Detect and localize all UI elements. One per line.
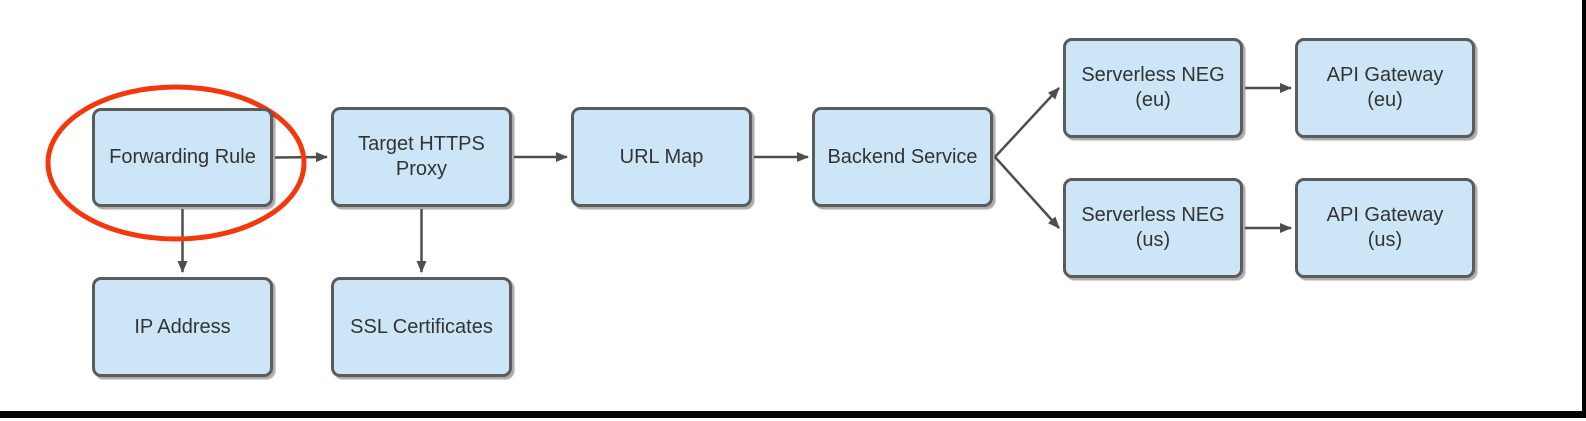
node-forwarding-rule: Forwarding Rule	[92, 108, 273, 207]
node-url-map: URL Map	[571, 107, 752, 207]
node-target-https-proxy: Target HTTPS Proxy	[331, 107, 512, 207]
node-label-serverless-neg-eu: Serverless NEG (eu)	[1081, 64, 1225, 111]
node-ssl-certificates: SSL Certificates	[331, 277, 512, 377]
edge-backend-service-to-serverless-neg-us	[994, 156, 1060, 229]
node-label-ip-address: IP Address	[134, 315, 231, 338]
node-label-ssl-certificates: SSL Certificates	[350, 315, 493, 338]
node-label-target-https-proxy: Target HTTPS Proxy	[358, 133, 485, 180]
node-label-url-map: URL Map	[619, 145, 704, 168]
node-serverless-neg-us: Serverless NEG (us)	[1063, 178, 1243, 278]
edge-backend-service-to-serverless-neg-eu	[994, 87, 1060, 158]
node-ip-address: IP Address	[92, 277, 273, 377]
node-label-backend-service: Backend Service	[827, 145, 978, 168]
node-label-api-gateway-eu: API Gateway (eu)	[1326, 64, 1444, 111]
node-api-gateway-us: API Gateway (us)	[1295, 178, 1475, 278]
node-label-api-gateway-us: API Gateway (us)	[1326, 204, 1444, 251]
frame-right-border	[1582, 0, 1586, 418]
node-api-gateway-eu: API Gateway (eu)	[1295, 38, 1475, 138]
edge-forwarding-rule-to-target-https-proxy	[274, 152, 328, 163]
node-label-forwarding-rule: Forwarding Rule	[109, 146, 256, 168]
node-serverless-neg-eu: Serverless NEG (eu)	[1063, 38, 1243, 138]
node-backend-service: Backend Service	[812, 107, 993, 207]
frame-bottom-border	[0, 411, 1586, 418]
node-label-serverless-neg-us: Serverless NEG (us)	[1081, 204, 1225, 251]
